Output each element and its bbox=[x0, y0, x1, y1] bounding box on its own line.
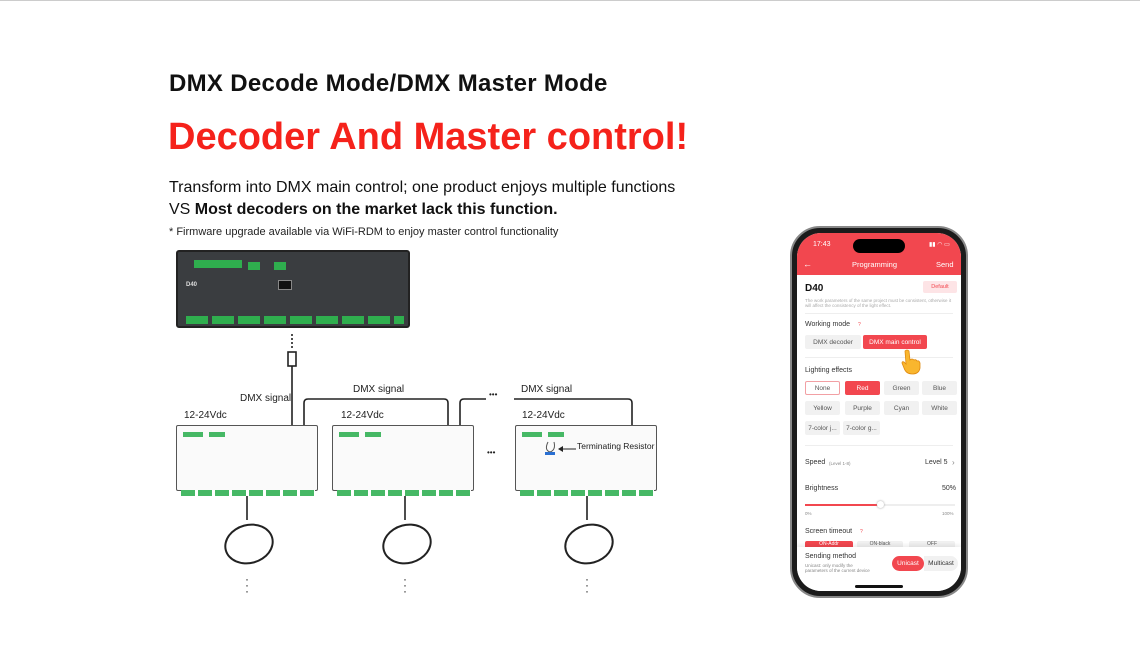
back-arrow-icon[interactable]: ← bbox=[803, 259, 812, 269]
effect-white[interactable]: White bbox=[922, 401, 957, 415]
mode-dmx-main-control[interactable]: DMX main control bbox=[863, 335, 927, 349]
effect-yellow[interactable]: Yellow bbox=[805, 401, 840, 415]
more-dots: ··· bbox=[585, 572, 589, 598]
brightness-value: 50% bbox=[942, 485, 957, 492]
controller-label: D40 bbox=[186, 282, 198, 288]
lighting-effects-label: Lighting effects bbox=[805, 367, 852, 374]
default-button[interactable]: Default bbox=[923, 281, 957, 293]
effect-7color-jump[interactable]: 7-color j... bbox=[805, 421, 840, 435]
vs-text: VS bbox=[169, 201, 195, 218]
screen-timeout-label: Screen timeout bbox=[805, 528, 853, 535]
mode-dmx-decoder[interactable]: DMX decoder bbox=[805, 335, 861, 349]
power-label: 12-24Vdc bbox=[341, 410, 384, 421]
more-dots: ··· bbox=[245, 572, 249, 598]
decoder-3 bbox=[515, 425, 657, 496]
device-name: D40 bbox=[805, 283, 824, 294]
terminal-block bbox=[194, 260, 242, 268]
cable-3 bbox=[459, 398, 633, 425]
bold-claim: Most decoders on the market lack this fu… bbox=[194, 201, 558, 218]
dynamic-island bbox=[853, 239, 905, 253]
effect-none[interactable]: None bbox=[805, 381, 840, 395]
decoder-1 bbox=[176, 425, 318, 496]
dmx-signal-label: DMX signal bbox=[353, 384, 405, 395]
effect-7color-gradient[interactable]: 7-color g... bbox=[843, 421, 880, 435]
terminal-block bbox=[248, 262, 260, 270]
multicast-button[interactable]: Multicast bbox=[924, 556, 958, 571]
description-line-1: Transform into DMX main control; one pro… bbox=[169, 179, 676, 196]
help-icon[interactable]: ? bbox=[858, 322, 861, 328]
speed-hint: (Level 1-8) bbox=[829, 461, 851, 466]
speed-value[interactable]: Level 5 bbox=[925, 459, 948, 466]
ellipsis: ••• bbox=[487, 448, 496, 457]
terminating-resistor-label: Terminating Resistor bbox=[577, 441, 655, 451]
top-divider bbox=[0, 0, 1140, 1]
slider-fill bbox=[805, 504, 880, 506]
brightness-slider[interactable] bbox=[805, 501, 955, 508]
headline: Decoder And Master control! bbox=[168, 116, 689, 158]
home-indicator bbox=[855, 585, 903, 588]
slider-max: 100% bbox=[942, 511, 954, 516]
description: Transform into DMX main control; one pro… bbox=[169, 177, 675, 221]
slider-handle[interactable] bbox=[877, 501, 884, 508]
help-icon[interactable]: ? bbox=[860, 529, 863, 535]
output-terminals bbox=[186, 316, 404, 324]
phone-mockup: 17:43 ▮▮ ◠ ▭ ← Programming Send D40 Defa… bbox=[790, 226, 968, 598]
app-screen: 17:43 ▮▮ ◠ ▭ ← Programming Send D40 Defa… bbox=[797, 233, 961, 591]
screen-title: Programming bbox=[852, 260, 898, 269]
pointing-hand-icon bbox=[901, 349, 921, 375]
effect-blue[interactable]: Blue bbox=[922, 381, 957, 395]
effect-cyan[interactable]: Cyan bbox=[884, 401, 919, 415]
controller-display bbox=[278, 280, 292, 290]
sending-method-label: Sending method bbox=[805, 553, 856, 560]
sending-hint: Unicast: only modify the parameters of t… bbox=[805, 563, 870, 573]
send-button[interactable]: Send bbox=[936, 260, 954, 269]
notice-text: The work parameters of the same project … bbox=[805, 298, 952, 308]
more-dots: ··· bbox=[403, 572, 407, 598]
effect-green[interactable]: Green bbox=[884, 381, 919, 395]
chevron-right-icon[interactable]: › bbox=[952, 458, 955, 467]
dmx-signal-label: DMX signal bbox=[521, 384, 573, 395]
footnote: * Firmware upgrade available via WiFi-RD… bbox=[169, 226, 559, 238]
brightness-label: Brightness bbox=[805, 485, 839, 492]
speed-label: Speed bbox=[805, 459, 826, 466]
dmx-signal-label: DMX signal bbox=[240, 393, 292, 404]
decoder-2 bbox=[332, 425, 474, 496]
terminating-resistor-icon bbox=[545, 441, 576, 455]
app-header: 17:43 ▮▮ ◠ ▭ ← Programming Send bbox=[797, 233, 961, 275]
power-label: 12-24Vdc bbox=[522, 410, 565, 421]
terminal-block bbox=[274, 262, 286, 270]
power-label: 12-24Vdc bbox=[184, 410, 227, 421]
d40-controller: D40 bbox=[176, 250, 410, 328]
sending-method-bar: Sending method Unicast: only modify the … bbox=[797, 547, 961, 591]
ellipsis: ••• bbox=[489, 390, 498, 399]
working-mode-label: Working mode bbox=[805, 321, 851, 328]
status-time: 17:43 bbox=[813, 241, 831, 248]
effect-purple[interactable]: Purple bbox=[845, 401, 880, 415]
description-line-2: VS Most decoders on the market lack this… bbox=[169, 199, 675, 221]
effect-red[interactable]: Red bbox=[845, 381, 880, 395]
page-heading: DMX Decode Mode/DMX Master Mode bbox=[169, 70, 608, 97]
status-icons: ▮▮ ◠ ▭ bbox=[929, 242, 950, 248]
cable-2 bbox=[303, 398, 449, 425]
dmx-plug bbox=[287, 351, 297, 367]
slider-min: 0% bbox=[805, 511, 812, 516]
unicast-button[interactable]: Unicast bbox=[892, 556, 924, 571]
